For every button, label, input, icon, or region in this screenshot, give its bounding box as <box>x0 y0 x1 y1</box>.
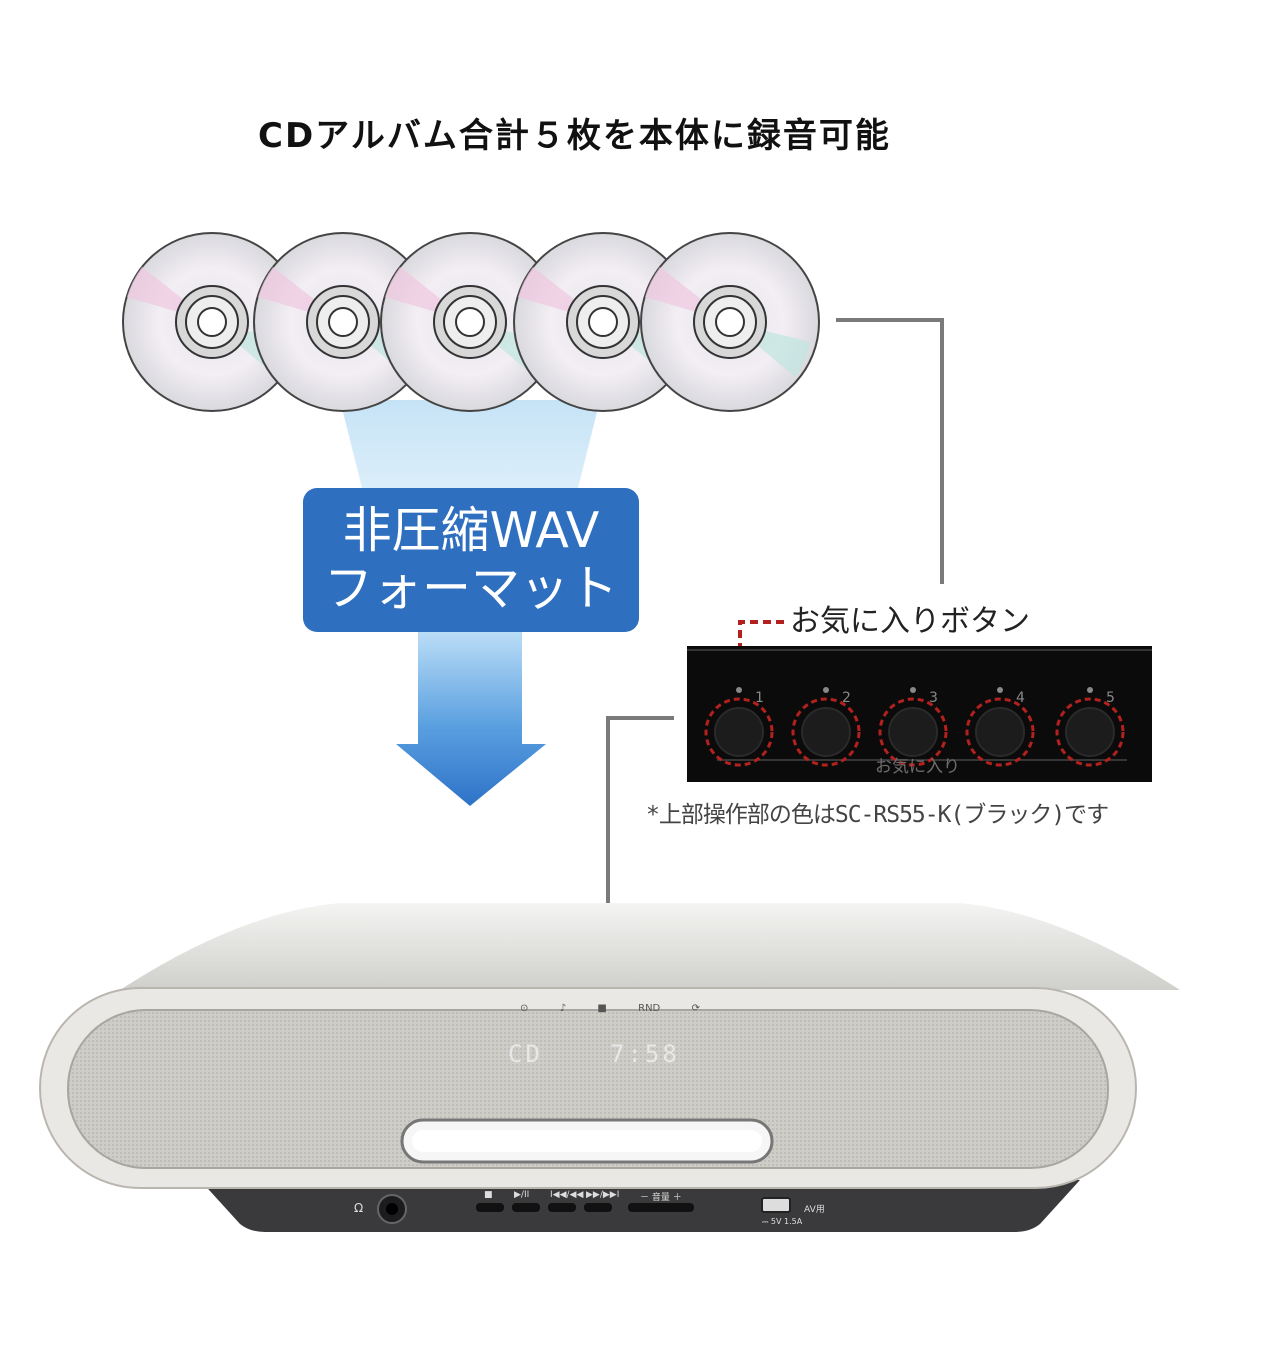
panel-label: お気に入り <box>875 757 960 777</box>
volume-label: － 音量 ＋ <box>640 1193 682 1203</box>
button-number-3: 3 <box>929 690 938 706</box>
stop-button-label: ■ <box>484 1190 493 1200</box>
device-display-right: 7:58 <box>610 1040 680 1068</box>
device-illustration <box>39 903 1180 1232</box>
favorite-buttons-label: お気に入りボタン <box>790 604 1030 639</box>
device-top-icons: ⊙ ♪ ■ RND ⟳ <box>520 1003 700 1014</box>
favorite-button-1 <box>704 687 774 767</box>
color-note: *上部操作部の色はSC-RS55-K(ブラック)です <box>646 802 1109 828</box>
usb-label: AV用 <box>804 1205 825 1215</box>
down-arrow <box>396 628 546 806</box>
timer-icon: ⊙ <box>520 1003 529 1014</box>
connector-line-bottom <box>606 716 674 970</box>
page-title: CDアルバム合計５枚を本体に録音可能 <box>258 116 891 156</box>
device-display-left: CD <box>508 1040 543 1068</box>
format-box: 非圧縮WAV フォーマット <box>303 488 639 632</box>
format-line1: 非圧縮WAV <box>342 502 600 559</box>
connector-line-top <box>836 318 944 584</box>
headphone-icon: Ω <box>354 1201 364 1215</box>
prev-button-label: I◀◀/◀◀ <box>550 1190 584 1200</box>
repeat-icon: ⟳ <box>691 1003 700 1014</box>
panel-graphic <box>687 649 1152 767</box>
folder-icon: ■ <box>597 1003 607 1014</box>
favorite-button-3 <box>878 687 948 767</box>
favorite-button-5 <box>1055 687 1125 767</box>
button-number-4: 4 <box>1016 690 1025 706</box>
usb-rating: ⎓ 5V 1.5A <box>762 1217 803 1226</box>
random-label: RND <box>638 1003 661 1014</box>
button-number-5: 5 <box>1106 690 1115 706</box>
format-line2: フォーマット <box>323 560 618 617</box>
play-pause-button-label: ▶/II <box>514 1190 530 1200</box>
button-number-2: 2 <box>842 690 851 706</box>
next-button-label: ▶▶/▶▶I <box>586 1190 620 1200</box>
music-icon: ♪ <box>559 1003 567 1014</box>
favorite-panel-photo: 1 2 3 4 5 <box>687 646 1152 782</box>
cd-discs <box>122 232 820 412</box>
button-number-1: 1 <box>755 690 764 706</box>
favorite-button-2 <box>791 687 861 767</box>
favorite-button-4 <box>965 687 1035 767</box>
